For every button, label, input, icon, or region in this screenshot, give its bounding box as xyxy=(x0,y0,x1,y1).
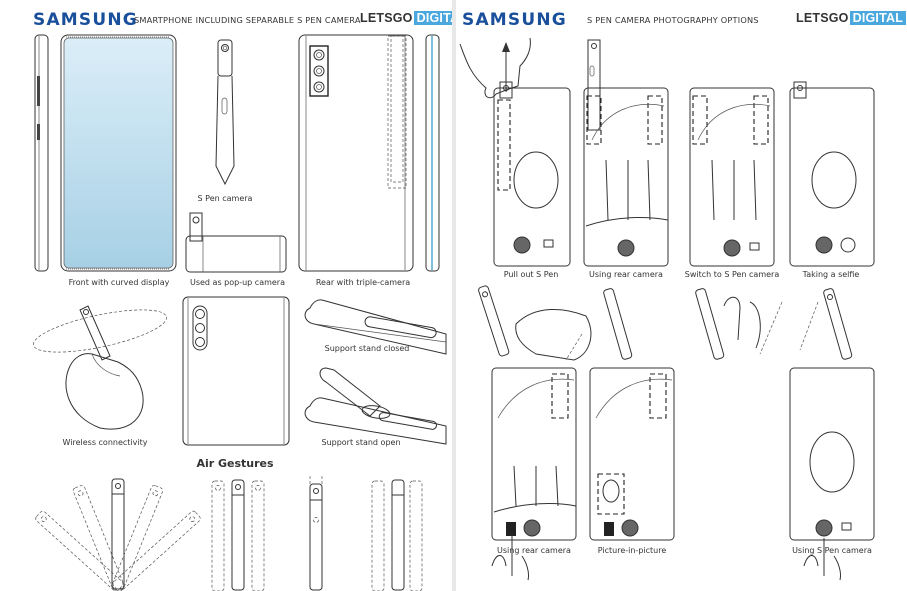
phone-popup-camera-drawing xyxy=(185,212,287,273)
caption-stand-open: Support stand open xyxy=(321,438,401,447)
photography-options-row-1 xyxy=(459,37,875,267)
samsung-logo-right: SAMSUNG xyxy=(462,10,567,30)
spen-hand-gestures-row xyxy=(478,285,853,361)
logo-part-digital: DIGITAL xyxy=(849,11,907,25)
caption-pull-out: Pull out S Pen xyxy=(503,270,559,279)
wireless-hand-drawing xyxy=(33,305,167,430)
spen-camera-drawing xyxy=(215,39,235,186)
caption-stand-closed: Support stand closed xyxy=(324,344,410,353)
phone-pull-out-spen xyxy=(493,81,571,267)
phone-rear-camera-2 xyxy=(491,367,577,581)
page-divider xyxy=(452,0,456,591)
phone-rear-middle-drawing xyxy=(182,296,290,446)
phone-side-profile-right xyxy=(425,34,440,272)
logo-part-letsgo: LETSGO xyxy=(796,11,849,25)
phone-taking-selfie xyxy=(789,81,875,267)
support-stand-open-drawing xyxy=(304,367,447,445)
caption-spen-camera: S Pen camera xyxy=(197,194,253,203)
caption-popup: Used as pop-up camera xyxy=(189,278,285,287)
support-stand-closed-drawing xyxy=(304,299,447,355)
logo-part-letsgo: LETSGO xyxy=(360,11,413,25)
samsung-logo: SAMSUNG xyxy=(33,10,138,30)
page-title-right: S PEN CAMERA PHOTOGRAPHY OPTIONS xyxy=(587,15,759,25)
air-gestures-drawings xyxy=(35,476,423,591)
phone-switch-spen-camera xyxy=(689,87,775,267)
page-title: SMARTPHONE INCLUDING SEPARABLE S PEN CAM… xyxy=(134,15,361,25)
gesture-slide xyxy=(211,479,265,591)
caption-switch: Switch to S Pen camera xyxy=(684,270,780,279)
caption-front: Front with curved display xyxy=(68,278,170,287)
left-page-patent-sheet: SAMSUNG SMARTPHONE INCLUDING SEPARABLE S… xyxy=(0,0,471,591)
caption-wireless: Wireless connectivity xyxy=(62,438,148,447)
caption-pip: Picture-in-picture xyxy=(597,546,667,555)
caption-rear-cam-2: Using rear camera xyxy=(497,546,571,555)
photography-options-row-2 xyxy=(491,367,875,581)
phone-side-profile-left xyxy=(34,34,49,272)
caption-rear-cam: Using rear camera xyxy=(589,270,663,279)
caption-selfie: Taking a selfie xyxy=(802,270,860,279)
phone-rear-camera xyxy=(583,39,669,267)
right-page-patent-sheet: SAMSUNG S PEN CAMERA PHOTOGRAPHY OPTIONS… xyxy=(456,0,907,591)
caption-rear: Rear with triple-camera xyxy=(315,278,411,287)
phone-front-curved-display xyxy=(60,34,177,272)
gesture-push xyxy=(309,476,323,591)
caption-spen-cam: Using S Pen camera xyxy=(792,546,872,555)
phone-using-spen-camera xyxy=(789,367,875,581)
phone-picture-in-picture xyxy=(589,367,675,541)
section-title-air-gestures: Air Gestures xyxy=(196,457,274,470)
gesture-rotate xyxy=(371,479,423,591)
phone-rear-triple-camera xyxy=(298,34,414,272)
gesture-fan xyxy=(35,478,201,591)
